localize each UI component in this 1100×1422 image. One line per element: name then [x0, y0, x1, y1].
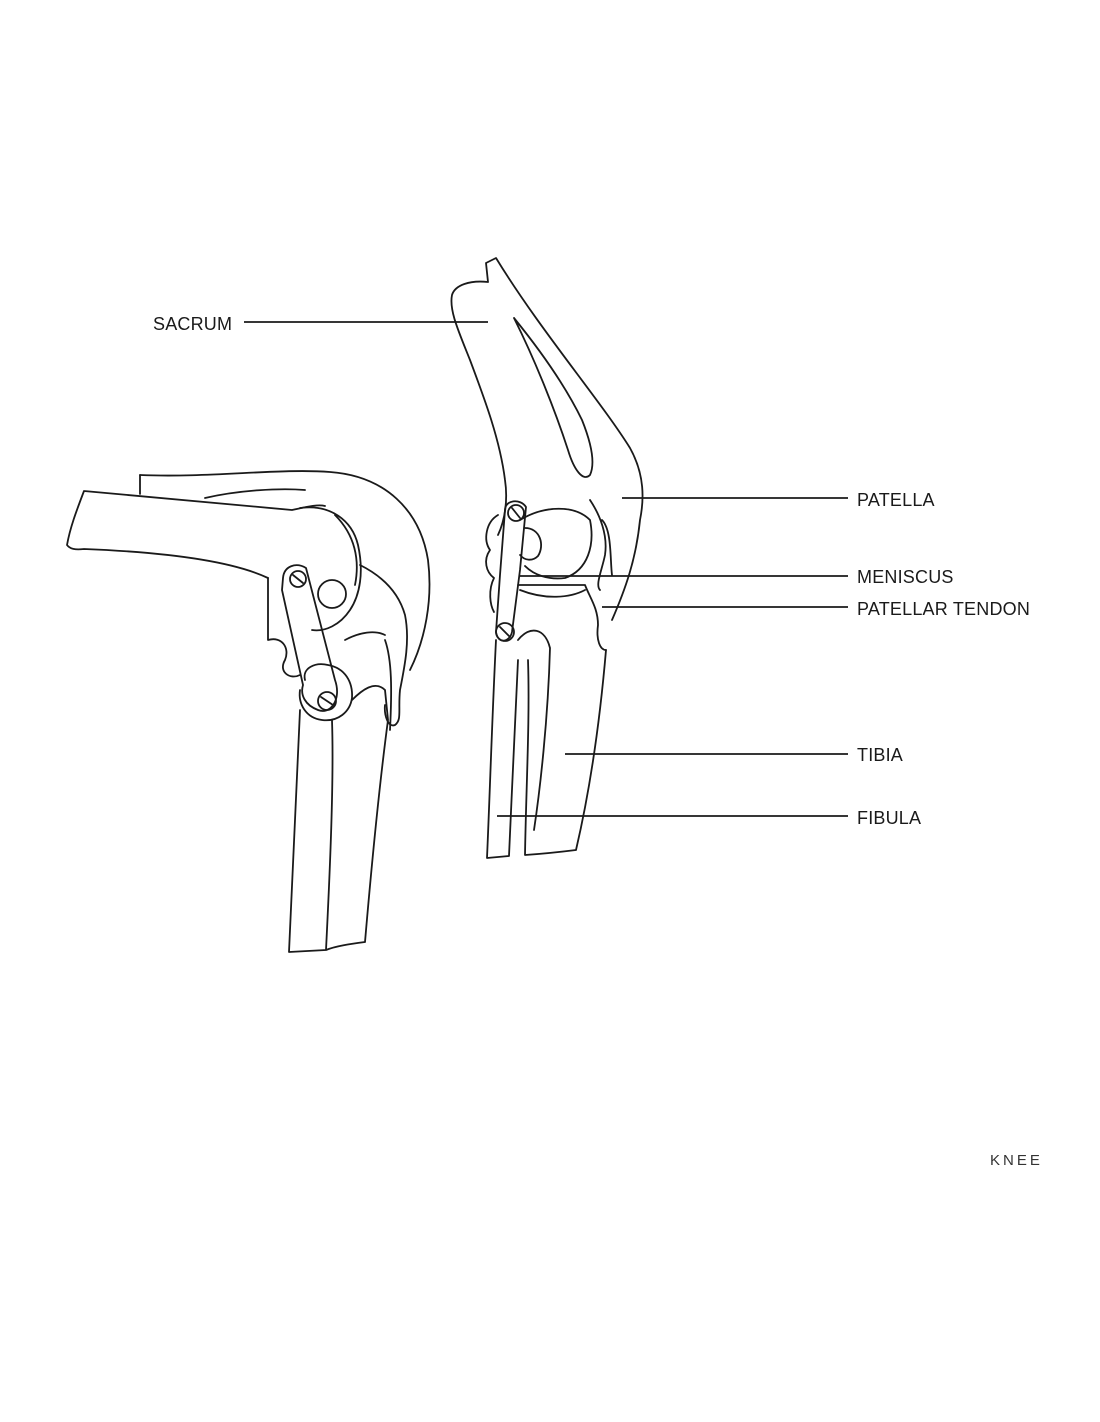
hinge-screw-upper-left	[289, 570, 307, 588]
bent-knee-diagram	[66, 470, 431, 953]
thigh-inner-left	[139, 474, 306, 499]
tibia-shaft-right	[517, 629, 607, 856]
joint-disc-left	[298, 663, 353, 722]
femur-right	[450, 257, 644, 621]
label-patellar-tendon: PATELLAR TENDON	[857, 599, 1031, 619]
tibia-shaft-left	[288, 685, 389, 953]
knee-profile-right	[485, 514, 499, 613]
femoral-condyle-left	[299, 506, 362, 632]
patella-left	[359, 564, 408, 727]
condyle-hole-left	[317, 579, 347, 609]
straight-knee-diagram	[450, 257, 644, 859]
label-meniscus: MENISCUS	[857, 567, 954, 587]
hinge-screw-lower-left	[317, 691, 337, 711]
hinge-screw-upper-right	[507, 504, 525, 522]
label-sacrum: SACRUM	[153, 314, 233, 334]
fibula-right	[486, 639, 519, 859]
femur-inner-right	[513, 317, 594, 478]
condyle-knob-right	[519, 527, 542, 561]
label-patella: PATELLA	[857, 490, 935, 510]
fibula-left	[384, 639, 393, 731]
femoral-condyle-right	[519, 507, 593, 580]
femur-left	[66, 490, 326, 579]
label-tibia: TIBIA	[857, 745, 904, 765]
thigh-outline-left	[139, 470, 431, 671]
label-fibula: FIBULA	[857, 808, 922, 828]
tibia-plateau-right	[517, 584, 607, 651]
hinge-bar-right	[495, 500, 527, 642]
tibia-plateau-left	[267, 577, 386, 678]
hinge-bar-left	[281, 564, 338, 712]
patella-edge-right	[589, 499, 613, 591]
page-caption: KNEE	[990, 1152, 1043, 1169]
hinge-screw-lower-right	[495, 622, 515, 642]
